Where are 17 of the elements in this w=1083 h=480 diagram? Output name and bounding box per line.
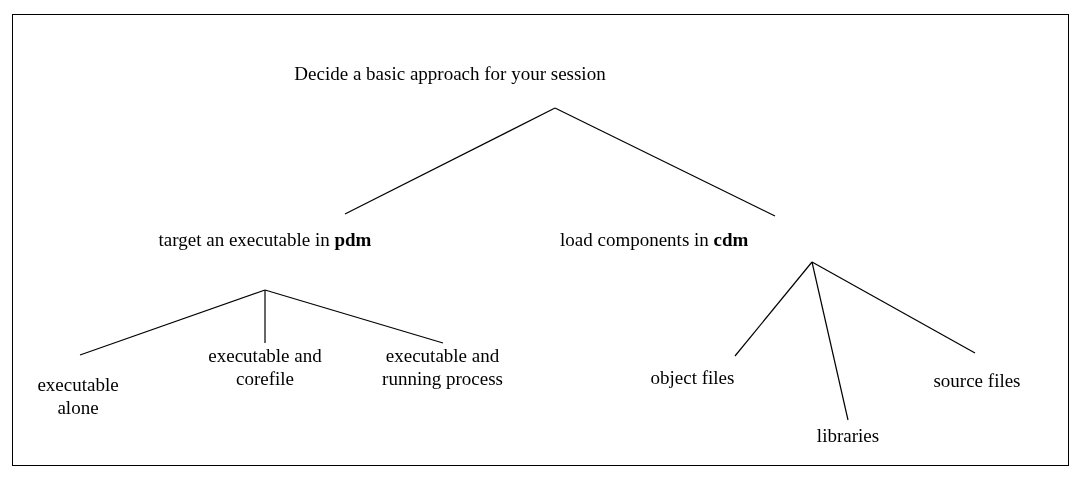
connector-line <box>811 261 849 421</box>
connector-line <box>734 261 813 357</box>
connector-line <box>344 107 556 215</box>
node-label: source files <box>932 369 1022 393</box>
node-label: executable and running process <box>381 344 504 391</box>
node-label: object files <box>649 366 736 390</box>
connector-line <box>79 289 266 356</box>
node-label: load components in cdm <box>560 228 750 252</box>
node-label: target an executable in pdm <box>157 228 373 252</box>
node-label: executable alone <box>36 373 120 420</box>
node-label: executable and corefile <box>207 344 323 391</box>
connector-line <box>554 107 776 217</box>
connector-line <box>264 289 444 344</box>
node-label: libraries <box>815 424 881 448</box>
node-label: Decide a basic approach for your session <box>293 62 607 86</box>
connector-line <box>264 289 266 344</box>
connector-line <box>811 261 976 354</box>
